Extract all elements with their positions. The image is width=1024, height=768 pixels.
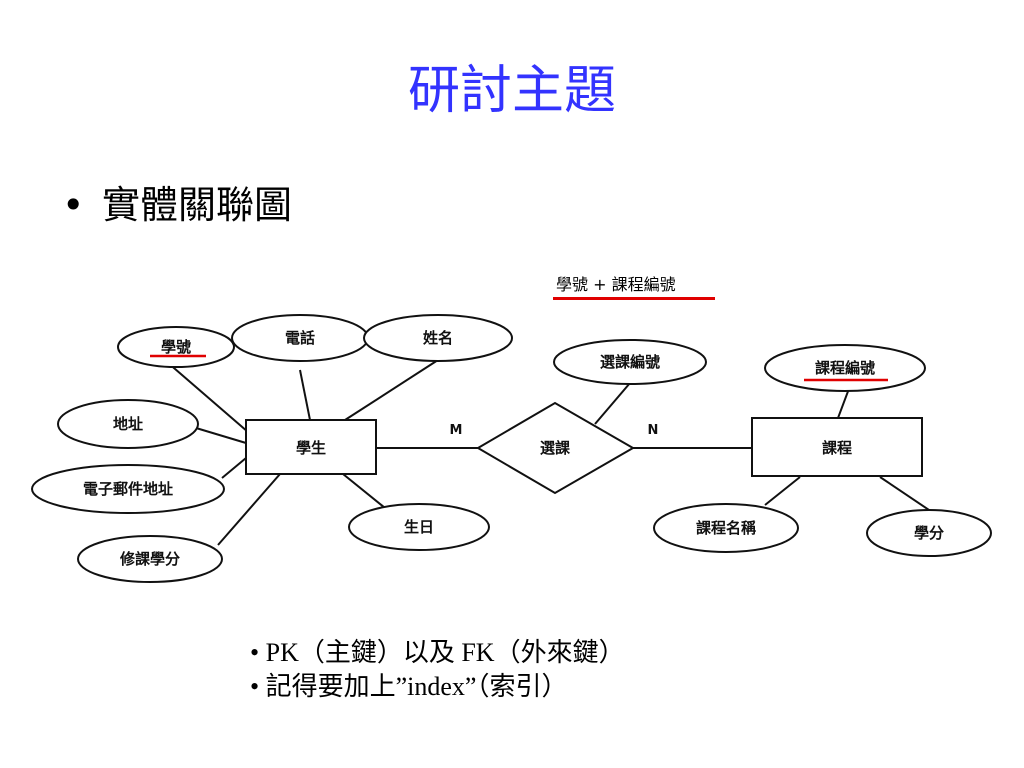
attr-enroll-id-oval — [553, 339, 707, 385]
attr-name-label: 姓名 — [423, 329, 453, 347]
line-student-id — [166, 361, 249, 433]
attr-enroll-id-label: 選課編號 — [600, 353, 660, 371]
attr-credits-taken-oval — [77, 535, 223, 583]
line-birthday — [342, 473, 391, 513]
notes-list: • PK（主鍵）以及 FK（外來鍵） • 記得要加上”index”（索引） — [250, 636, 625, 704]
attr-course-name-label: 課程名稱 — [696, 519, 756, 537]
line-credits-taken — [217, 473, 281, 546]
line-name — [344, 359, 439, 421]
note-item-pk-fk: • PK（主鍵）以及 FK（外來鍵） — [250, 638, 625, 667]
relationship-diamond — [476, 401, 636, 495]
composite-key-note: 學號 + 課程編號 — [556, 275, 676, 294]
entity-course-label: 課程 — [822, 439, 852, 457]
attr-credits-taken-label: 修課學分 — [119, 550, 180, 568]
composite-key-underline — [553, 297, 715, 300]
cardinality-n: N — [648, 423, 659, 438]
bullet-text: 實體關聯圖 — [102, 183, 293, 227]
slide-title: 研討主題 — [407, 61, 616, 121]
line-phone — [299, 369, 311, 421]
line-address — [195, 427, 247, 444]
attr-course-credits-label: 學分 — [914, 524, 944, 542]
attr-name-oval — [363, 314, 513, 362]
attr-birthday-oval — [348, 503, 490, 551]
attr-course-id-label: 課程編號 — [815, 359, 875, 377]
note-item-index: • 記得要加上”index”（索引） — [250, 672, 568, 701]
attr-address-oval — [57, 399, 199, 449]
attr-email-oval — [31, 464, 225, 514]
entity-student-box — [245, 419, 377, 475]
line-course-credits — [879, 476, 933, 513]
attr-course-credits-oval — [866, 509, 992, 557]
attr-student-id-label: 學號 — [161, 338, 191, 356]
attr-birthday-label: 生日 — [404, 518, 434, 536]
student-attribute-ovals — [31, 314, 513, 583]
entity-course-box — [751, 417, 923, 477]
attr-course-name-oval — [653, 503, 799, 553]
attr-phone-label: 電話 — [285, 329, 315, 347]
bullet-dot: • — [62, 183, 85, 227]
relationship-label: 選課 — [540, 439, 571, 457]
entity-student-label: 學生 — [296, 439, 326, 457]
attr-email-label: 電子郵件地址 — [83, 480, 173, 498]
line-enroll-id — [594, 382, 631, 425]
connector-lines — [166, 359, 933, 546]
cardinality-m: M — [450, 423, 463, 438]
bullet-item: • 實體關聯圖 — [62, 174, 292, 229]
attr-address-label: 地址 — [113, 415, 143, 433]
line-email — [221, 457, 247, 479]
line-course-name — [764, 476, 801, 506]
